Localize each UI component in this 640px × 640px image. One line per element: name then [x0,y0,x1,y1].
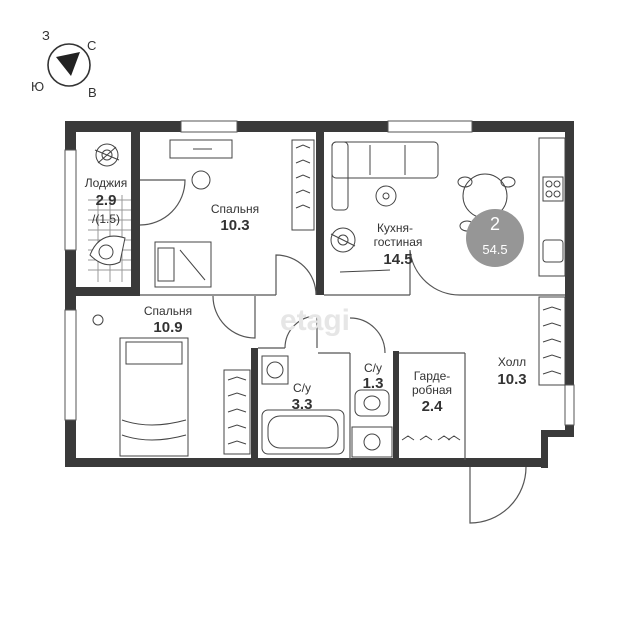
bath1-fixtures [261,355,345,455]
wardrobe-area: 2.4 [422,398,444,415]
door-loggia [139,179,186,226]
armchair-icon [89,235,126,266]
bathtub-icon [261,409,345,455]
kitchen-area: 14.5 [383,251,412,268]
room-labels: Лоджия 2.9 /(1.5) Спальня 10.3 Кухня- го… [85,176,527,415]
washer-icon [261,355,289,385]
door-bedroom2 [212,295,256,339]
door-bedroom1 [275,254,317,296]
badge-total-area: 54.5 [482,242,507,257]
chair-icon [191,170,211,190]
bath2-fixtures [351,389,393,458]
hall-area: 10.3 [497,371,526,388]
plant-icon [94,143,120,167]
walls [65,121,574,468]
bed [119,337,189,457]
sink-icon [542,239,564,263]
windows [64,120,575,426]
compass-east: В [88,85,97,100]
bedroom2-area: 10.9 [153,319,182,336]
wardrobe-name-line1: Гарде- [414,369,451,383]
toilet-icon [354,389,390,417]
door-bath1 [284,315,318,349]
window-kitchen [387,120,473,133]
coffee-table [375,185,397,207]
plant-icon [330,227,356,253]
loggia-name: Лоджия [85,176,128,190]
badge-rooms: 2 [490,214,500,234]
loggia-area-secondary: /(1.5) [92,212,120,226]
bedroom1-area: 10.3 [220,217,249,234]
compass-north: С [87,38,96,53]
summary-badge: 2 54.5 [466,209,524,267]
hall-name: Холл [498,355,526,369]
wardrobe-bedroom1 [291,139,315,231]
bath2-area: 1.3 [363,375,384,392]
loggia-furniture [88,143,131,282]
door-entrance [469,466,527,524]
desk [169,139,233,159]
door-kitchen [409,249,461,296]
window-bedroom1 [180,120,238,133]
bed [154,241,212,288]
bath2-name: С/у [364,361,382,375]
wardrobe-hall [538,296,566,386]
bath1-name: С/у [293,381,311,395]
bedroom1-furniture [154,139,315,288]
tv-stand [339,269,391,273]
loggia-area: 2.9 [96,192,117,209]
watermark: etagi [280,304,350,337]
lamp-icon [92,314,104,326]
window-loggia [64,149,77,251]
doors [139,179,527,524]
stove-icon [542,176,564,202]
kitchen-counter [538,137,566,277]
wardrobe-fixtures [401,435,461,441]
bedroom1-name: Спальня [211,202,259,216]
compass-arrow-icon [56,52,80,76]
bedroom2-name: Спальня [144,304,192,318]
badge-circle [466,209,524,267]
hall-fixtures [538,296,566,386]
kitchen-name-line2: гостиная [374,235,423,249]
compass-ring [47,43,91,87]
door-bath2 [349,317,386,354]
kitchen-furniture [330,137,566,277]
sofa-icon [331,141,439,211]
kitchen-name-line1: Кухня- [377,221,413,235]
window-hall [564,384,575,426]
window-bedroom2 [64,309,77,421]
compass-west: З [42,28,50,43]
sink-icon [351,426,393,458]
bath1-area: 3.3 [292,396,313,413]
compass: З С Ю В [31,28,97,100]
compass-south: Ю [31,79,44,94]
interior-lines [140,294,565,460]
wardrobe-bedroom2 [223,369,251,455]
bedroom2-furniture [92,314,251,457]
wardrobe-name-line2: робная [412,383,452,397]
